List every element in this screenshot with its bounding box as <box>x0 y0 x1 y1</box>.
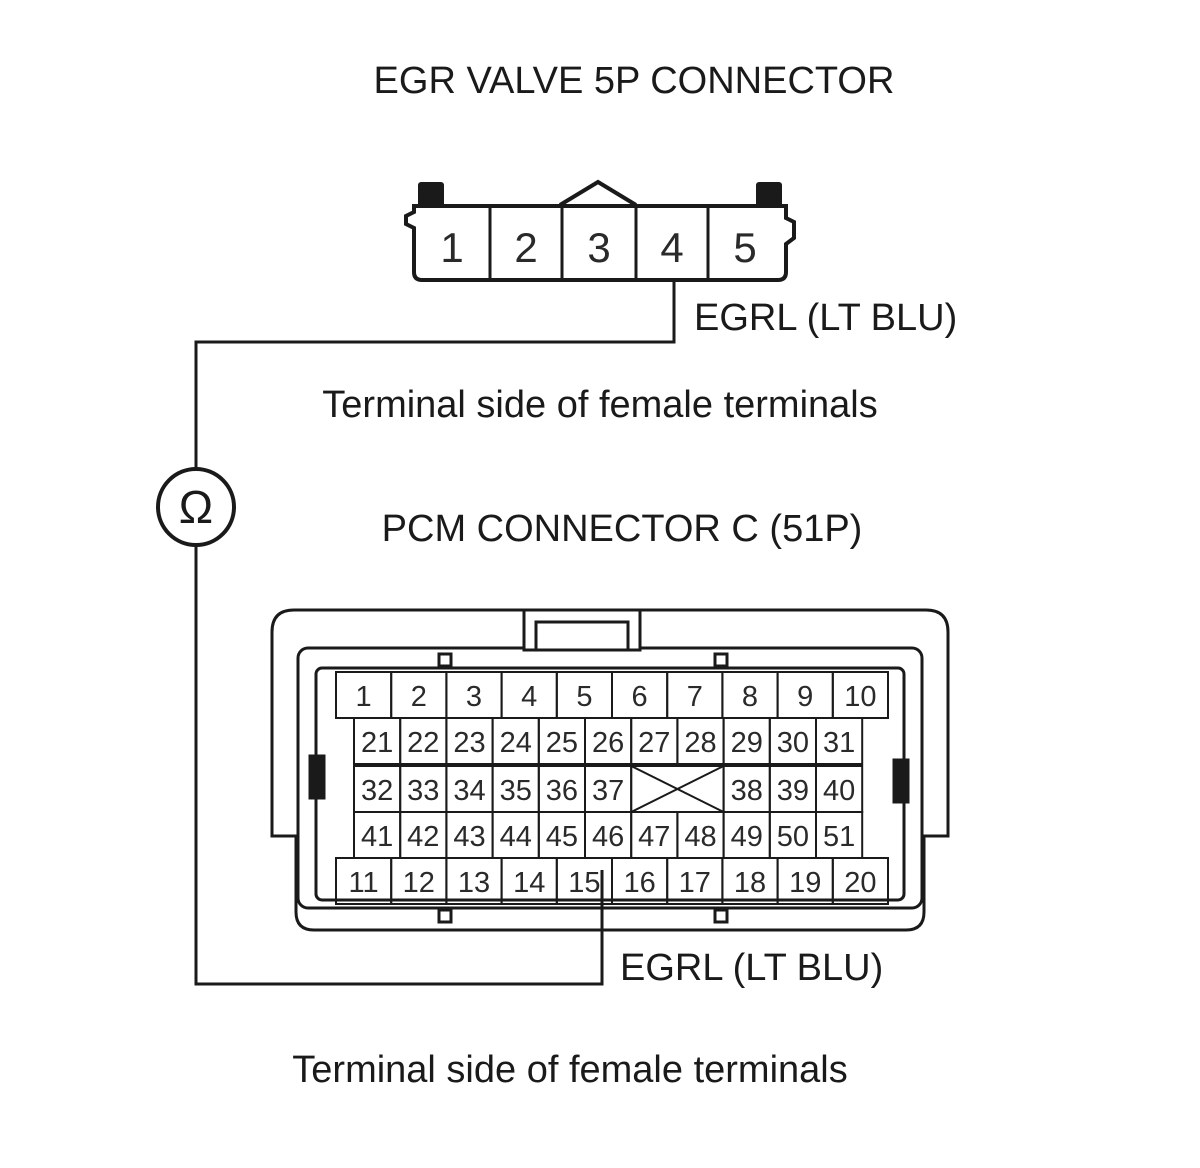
pcm-pin-26: 26 <box>592 727 624 759</box>
pcm-wire-label: EGRL (LT BLU) <box>620 947 883 989</box>
pcm-pin-21: 21 <box>361 727 393 759</box>
pcm-pin-44: 44 <box>500 821 532 853</box>
pcm-pin-1: 1 <box>356 681 372 713</box>
egr-connector <box>404 179 796 282</box>
pcm-pin-5: 5 <box>576 681 592 713</box>
pcm-pin-38: 38 <box>731 775 763 807</box>
pcm-pin-13: 13 <box>458 867 490 899</box>
pcm-cell <box>815 717 864 765</box>
pcm-pin-40: 40 <box>823 775 855 807</box>
pcm-pin-35: 35 <box>500 775 532 807</box>
pcm-pin-33: 33 <box>407 775 439 807</box>
egr-wire-label: EGRL (LT BLU) <box>694 297 957 339</box>
pcm-pin-50: 50 <box>777 821 809 853</box>
pcm-pin-24: 24 <box>500 727 532 759</box>
egr-pin-5: 5 <box>733 224 756 271</box>
pcm-pin-51: 51 <box>823 821 855 853</box>
pcm-pin-29: 29 <box>731 727 763 759</box>
pcm-pin-12: 12 <box>403 867 435 899</box>
pcm-pin-45: 45 <box>546 821 578 853</box>
pcm-pin-19: 19 <box>789 867 821 899</box>
pcm-pin-3: 3 <box>466 681 482 713</box>
pcm-pin-2: 2 <box>411 681 427 713</box>
pcm-pin-20: 20 <box>844 867 876 899</box>
pcm-pin-7: 7 <box>687 681 703 713</box>
pcm-pin-17: 17 <box>679 867 711 899</box>
egr-pin-1: 1 <box>440 224 463 271</box>
pcm-pin-43: 43 <box>453 821 485 853</box>
pcm-pin-42: 42 <box>407 821 439 853</box>
pcm-connector-housing <box>270 608 950 932</box>
pcm-pin-23: 23 <box>453 727 485 759</box>
pcm-pin-30: 30 <box>777 727 809 759</box>
pcm-pin-6: 6 <box>632 681 648 713</box>
pcm-pin-48: 48 <box>684 821 716 853</box>
pcm-pin-28: 28 <box>684 727 716 759</box>
ohm-icon: Ω <box>179 481 213 533</box>
pcm-pin-9: 9 <box>797 681 813 713</box>
egr-pin-4: 4 <box>660 224 683 271</box>
pcm-pin-8: 8 <box>742 681 758 713</box>
ohmmeter: Ω <box>156 467 236 547</box>
pcm-pin-31: 31 <box>823 727 855 759</box>
pcm-pin-14: 14 <box>513 867 545 899</box>
pcm-pin-22: 22 <box>407 727 439 759</box>
egr-pin-labels: 1 2 3 4 5 <box>440 224 756 271</box>
pcm-pin-4: 4 <box>521 681 537 713</box>
pcm-pin-16: 16 <box>623 867 655 899</box>
egr-pin-2: 2 <box>514 224 537 271</box>
pcm-cell <box>831 857 889 905</box>
pcm-pin-18: 18 <box>734 867 766 899</box>
pcm-side-note: Terminal side of female terminals <box>292 1049 847 1091</box>
pcm-pin-41: 41 <box>361 821 393 853</box>
pcm-pin-37: 37 <box>592 775 624 807</box>
pcm-pin-47: 47 <box>638 821 670 853</box>
ohmmeter-circle <box>156 467 236 547</box>
pcm-pin-27: 27 <box>638 727 670 759</box>
test-lead-wire <box>194 280 676 986</box>
pcm-pin-32: 32 <box>361 775 393 807</box>
pcm-pin-49: 49 <box>731 821 763 853</box>
pcm-connector-title: PCM CONNECTOR C (51P) <box>382 508 863 550</box>
pcm-pin-15: 15 <box>568 867 600 899</box>
pcm-pin-10: 10 <box>844 681 876 713</box>
egr-connector-title: EGR VALVE 5P CONNECTOR <box>374 60 895 102</box>
pcm-pin-25: 25 <box>546 727 578 759</box>
pcm-pin-34: 34 <box>453 775 485 807</box>
pcm-pin-46: 46 <box>592 821 624 853</box>
pcm-pin-36: 36 <box>546 775 578 807</box>
pcm-pin-39: 39 <box>777 775 809 807</box>
egr-pin-3: 3 <box>587 224 610 271</box>
pcm-pin-11: 11 <box>349 867 379 899</box>
pcm-blank-cross <box>630 765 725 813</box>
egr-side-note: Terminal side of female terminals <box>322 384 877 426</box>
